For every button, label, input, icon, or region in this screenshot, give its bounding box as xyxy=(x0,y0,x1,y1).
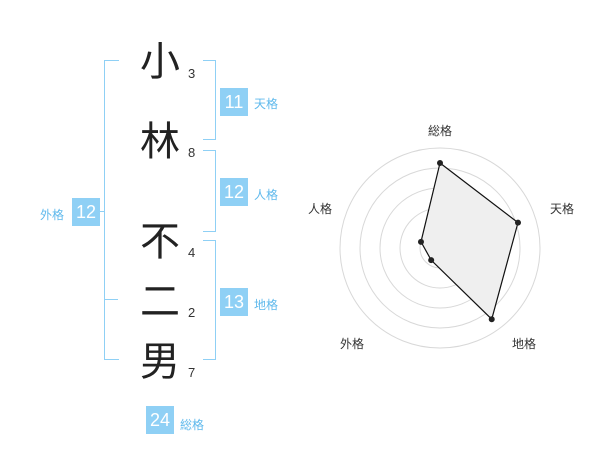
jinkaku-bracket xyxy=(203,150,216,232)
radar-polygon xyxy=(420,161,519,321)
radar-point-3 xyxy=(488,316,495,323)
tenkaku-badge: 11 xyxy=(220,88,248,116)
name-char-5: 男 xyxy=(140,339,180,385)
chikaku-bracket xyxy=(203,240,216,360)
radar-points xyxy=(417,160,521,323)
name-char-2: 林 xyxy=(140,119,180,165)
chikaku-badge: 13 xyxy=(220,288,248,316)
jinkaku-badge: 12 xyxy=(220,178,248,206)
name-char-3: 不 xyxy=(140,219,180,265)
stroke-count-2: 8 xyxy=(188,145,196,160)
radar-point-4 xyxy=(428,257,435,264)
radar-axis-label-jinkaku: 人格 xyxy=(308,202,333,216)
gaikaku-badge: 12 xyxy=(72,198,100,226)
chikaku-label: 地格 xyxy=(254,298,279,312)
radar-point-2 xyxy=(514,219,521,226)
soukaku-label: 総格 xyxy=(180,418,205,432)
gaikaku-tick xyxy=(104,299,118,300)
radar-ring-5 xyxy=(339,147,541,349)
radar-point-1 xyxy=(437,160,443,166)
radar-axis-label-chikaku: 地格 xyxy=(512,337,537,351)
name-char-1: 小 xyxy=(140,39,180,85)
radar-axis-label-soukaku: 総格 xyxy=(428,124,453,138)
radar-axis-label-tenkaku: 天格 xyxy=(550,202,575,216)
stroke-count-4: 2 xyxy=(188,305,196,320)
stroke-count-1: 3 xyxy=(188,66,196,81)
soukaku-badge: 24 xyxy=(146,406,174,434)
stroke-count-5: 7 xyxy=(188,365,196,380)
tenkaku-bracket xyxy=(203,60,216,140)
tenkaku-label: 天格 xyxy=(254,97,279,111)
name-char-4: 二 xyxy=(140,279,180,325)
stroke-count-3: 4 xyxy=(188,245,196,260)
radar-point-5 xyxy=(417,238,424,245)
radar-axis-label-gaikaku: 外格 xyxy=(340,337,365,351)
jinkaku-label: 人格 xyxy=(254,188,279,202)
gaikaku-bracket xyxy=(104,60,119,360)
gaikaku-connector xyxy=(100,211,105,212)
gaikaku-label: 外格 xyxy=(40,208,65,222)
